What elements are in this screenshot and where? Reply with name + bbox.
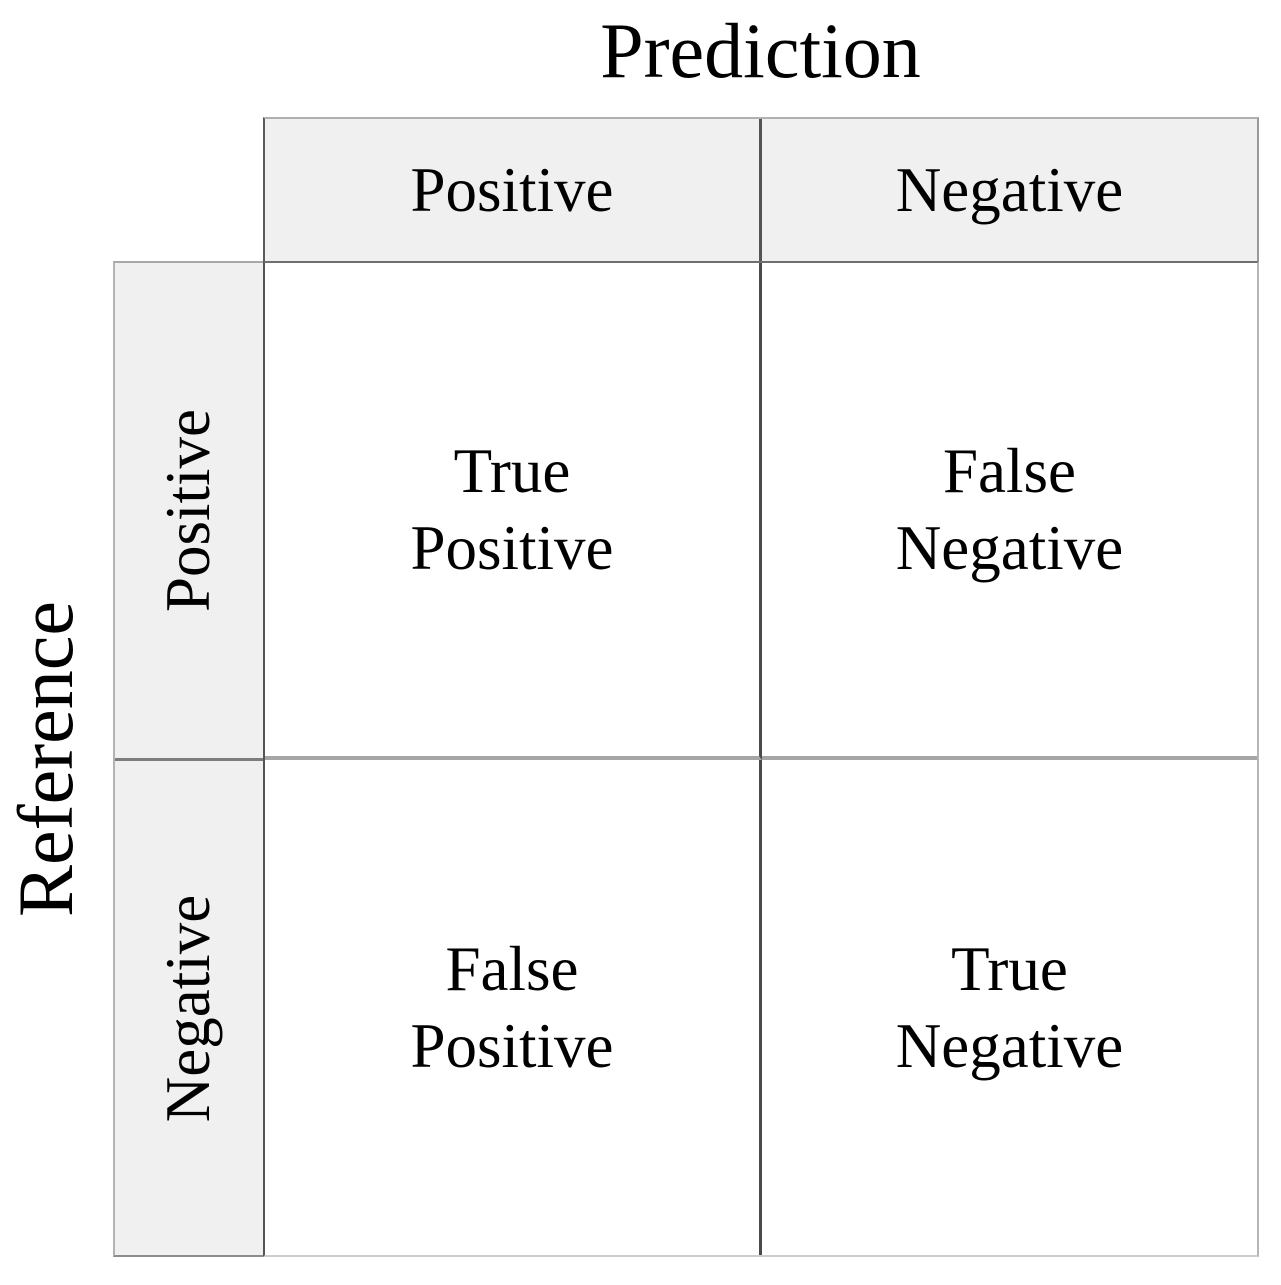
cell-false-negative-line1: False <box>943 435 1076 506</box>
cell-false-positive-line1: False <box>445 933 579 1004</box>
cell-true-positive-line1: True <box>453 435 571 506</box>
column-header-row: Positive Negative <box>263 117 1259 263</box>
row-header-column: Positive Negative <box>113 261 263 1257</box>
column-header-positive: Positive <box>265 119 762 261</box>
cell-true-positive-line2: Positive <box>410 512 614 583</box>
cell-false-positive: False Positive <box>265 760 762 1255</box>
row-header-positive: Positive <box>115 263 263 761</box>
cell-false-negative-line2: Negative <box>895 512 1124 583</box>
cell-true-negative: True Negative <box>762 760 1257 1255</box>
cell-true-negative-line2: Negative <box>895 1010 1124 1081</box>
row-header-positive-label: Positive <box>153 408 224 613</box>
row-header-negative: Negative <box>115 761 263 1255</box>
cell-true-negative-line1: True <box>951 933 1068 1004</box>
matrix-body: True Positive False Negative False Posit… <box>263 261 1259 1257</box>
cell-false-positive-line2: Positive <box>410 1010 614 1081</box>
cell-false-negative: False Negative <box>762 263 1257 760</box>
prediction-axis-title: Prediction <box>600 7 921 94</box>
reference-axis-title: Reference <box>2 600 90 918</box>
column-header-negative: Negative <box>895 154 1124 225</box>
cell-true-positive: True Positive <box>265 263 762 760</box>
row-header-negative-label: Negative <box>153 894 224 1122</box>
reference-axis-title-wrap: Reference <box>0 261 92 1257</box>
